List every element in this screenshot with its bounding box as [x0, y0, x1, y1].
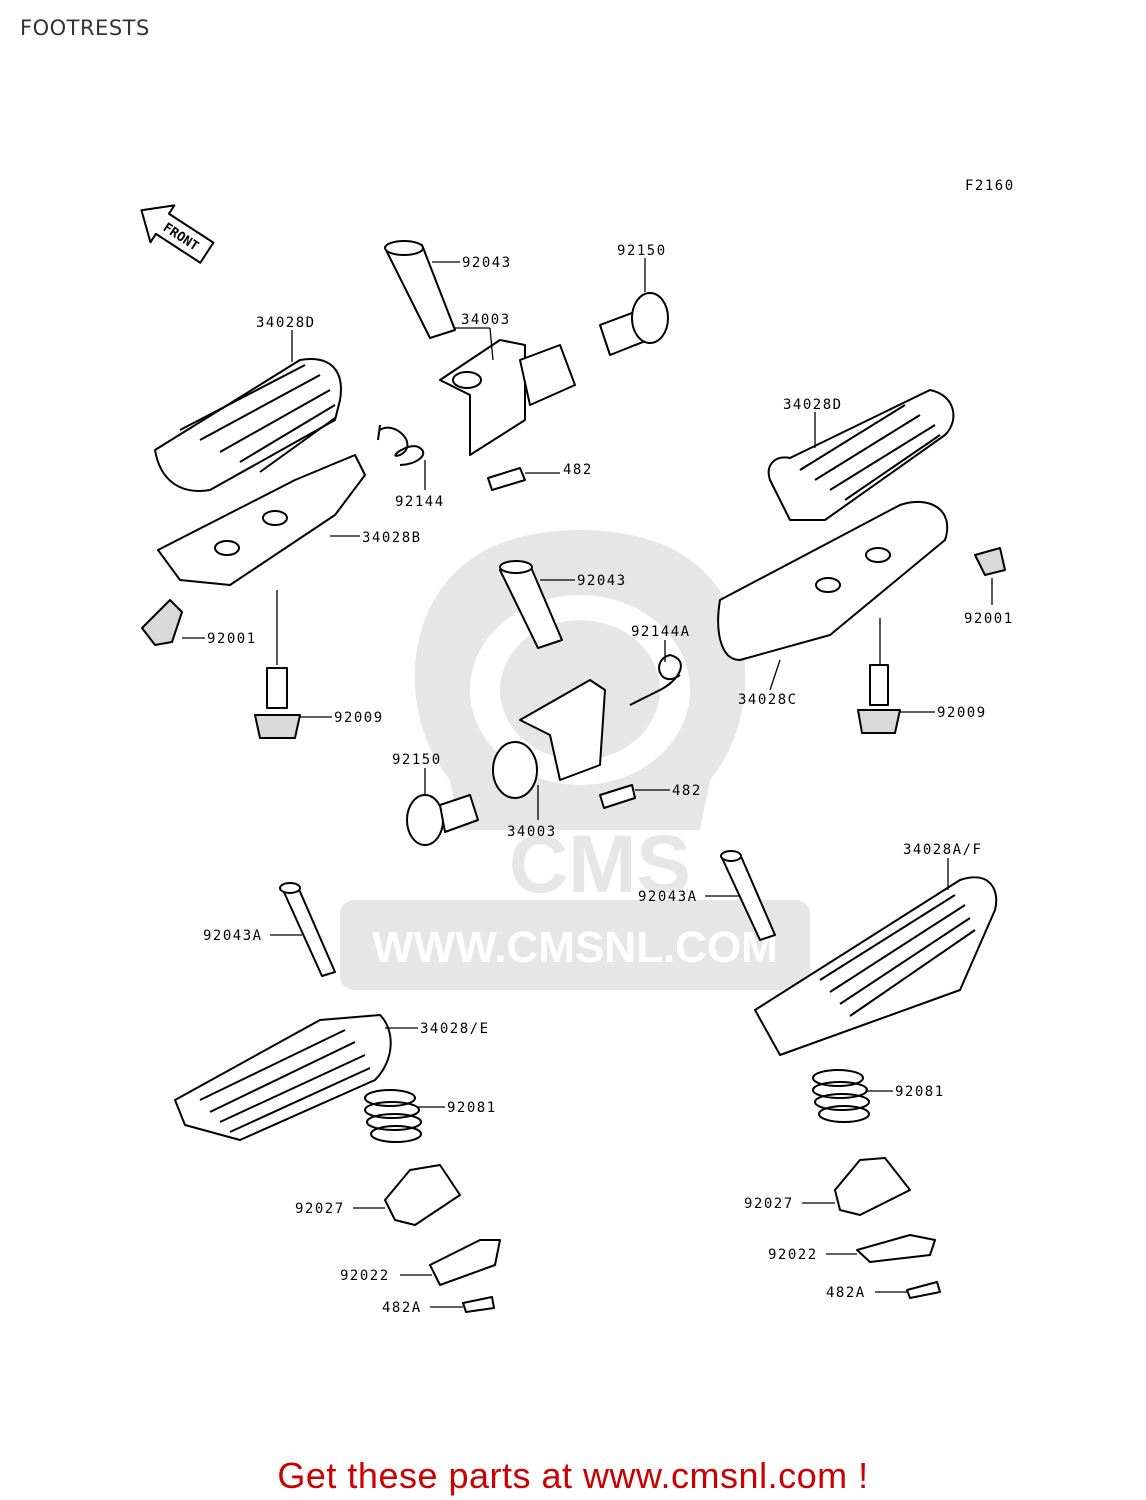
part-clip-482a-right	[906, 1281, 941, 1299]
part-pin-92043-middle	[499, 560, 563, 649]
callout-92081-right: 92081	[895, 1084, 945, 1100]
callout-92009-right: 92009	[937, 705, 987, 721]
part-clip-482-middle	[599, 784, 636, 809]
callout-92022-left: 92022	[340, 1268, 390, 1284]
watermark-url: WWW.CMSNL.COM	[372, 923, 778, 972]
part-pin-92043a-left	[279, 882, 336, 977]
part-92027-left	[384, 1164, 461, 1226]
part-spring-92144a	[629, 653, 682, 706]
part-bolt-92001-left	[141, 599, 183, 646]
callout-34003-middle: 34003	[507, 824, 557, 840]
callout-34028b: 34028B	[362, 530, 422, 546]
page-title: FOOTRESTS	[20, 16, 150, 40]
part-92027-right	[834, 1157, 911, 1216]
callout-92027-right: 92027	[744, 1196, 794, 1212]
part-bolt-92009-left	[254, 667, 301, 739]
callout-482-middle: 482	[672, 783, 702, 799]
part-footrest-34028af	[754, 876, 998, 1056]
part-footpeg-bracket-top	[439, 339, 576, 456]
part-clip-482-top	[487, 467, 526, 491]
callout-92150-top: 92150	[617, 243, 667, 259]
callout-482-top: 482	[563, 462, 593, 478]
callout-92043-middle: 92043	[577, 573, 627, 589]
part-spring-92081-left	[364, 1089, 422, 1143]
part-92022-right	[856, 1234, 936, 1263]
part-pin-92043a-right	[720, 850, 776, 941]
callout-92081-left: 92081	[447, 1100, 497, 1116]
part-footrest-bracket-left	[157, 454, 366, 586]
callout-92150-middle: 92150	[392, 752, 442, 768]
part-92022-left	[429, 1239, 501, 1286]
callout-92001-right: 92001	[964, 611, 1014, 627]
part-bolt-92150-top	[599, 292, 669, 356]
watermark-logo-text: CMS	[509, 819, 691, 910]
leader-lines	[182, 258, 993, 1308]
part-footrest-34028e	[174, 1014, 392, 1141]
front-arrow: FRONT	[140, 204, 215, 264]
part-bolt-92009-right	[857, 664, 901, 734]
callout-34028d-left: 34028D	[256, 315, 316, 331]
callout-92043a-left: 92043A	[203, 928, 263, 944]
part-callouts: 92043 34003 92150 34028D 92144 482 34028…	[203, 243, 1014, 1316]
part-footrest-rubber-right	[767, 389, 955, 521]
part-footpeg-bracket-middle	[492, 679, 606, 799]
footer-cta-link[interactable]: Get these parts at www.cmsnl.com !	[277, 1455, 869, 1496]
diagram-code: F2160	[965, 178, 1015, 194]
part-clip-482a-left	[462, 1296, 495, 1313]
part-pin-92043-top	[384, 240, 456, 339]
part-bolt-92150-middle	[406, 794, 479, 846]
callout-92043-top: 92043	[462, 255, 512, 271]
callout-34003-top: 34003	[461, 312, 511, 328]
part-footrest-bracket-right	[717, 500, 949, 661]
callout-92022-right: 92022	[768, 1247, 818, 1263]
part-bolt-92001-right	[974, 547, 1006, 576]
callout-482a-left: 482A	[382, 1300, 422, 1316]
callout-482a-right: 482A	[826, 1285, 866, 1301]
callout-92027-left: 92027	[295, 1201, 345, 1217]
callout-34028e: 34028/E	[420, 1021, 490, 1037]
callout-92043a-right: 92043A	[638, 889, 698, 905]
callout-34028af: 34028A/F	[903, 842, 982, 858]
callout-92144: 92144	[395, 494, 445, 510]
callout-92144a: 92144A	[631, 624, 691, 640]
part-spring-92081-right	[812, 1069, 870, 1123]
part-footrest-rubber-left	[154, 358, 342, 492]
callout-34028d-right: 34028D	[783, 397, 843, 413]
callout-92009-left: 92009	[334, 710, 384, 726]
callout-34028c: 34028C	[738, 692, 798, 708]
callout-92001-left: 92001	[207, 631, 257, 647]
part-spring-92144	[377, 424, 425, 466]
